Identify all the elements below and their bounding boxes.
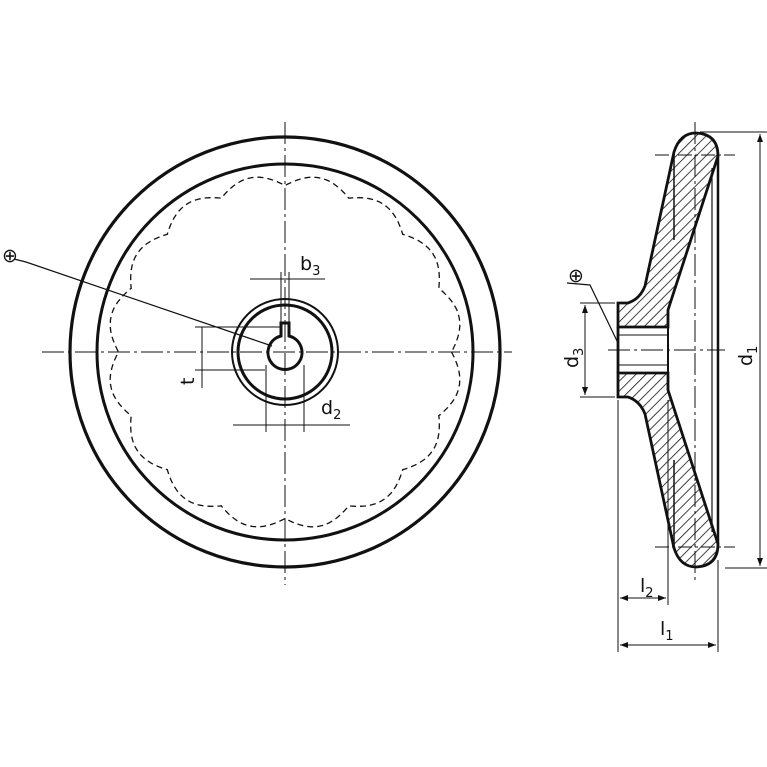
inner-rim [95,162,475,542]
side-symbol: ⊕ [568,265,584,287]
side-symbol-leader [566,282,619,344]
outer-rim [68,135,502,569]
label-d2: d2 [321,397,341,423]
front-view [13,122,512,585]
symbol-leader [13,258,273,347]
label-d3: d3 [561,348,587,368]
bore-with-keyway [266,321,304,371]
hub-inner [236,303,334,401]
label-t: t [177,378,199,385]
label-d1: d1 [735,346,761,366]
label-l1: l1 [660,618,674,644]
side-labels: ⊕ d3 d1 l2 l1 [561,265,761,644]
side-view [566,122,767,652]
hub-outer [231,298,339,406]
front-labels: ⊕ b3 d2 t [2,245,341,423]
label-b3: b3 [300,253,320,279]
scalloped-web-hidden-line [109,176,461,528]
front-symbol: ⊕ [2,245,18,267]
label-l2: l2 [640,575,654,601]
section-upper [616,131,720,329]
